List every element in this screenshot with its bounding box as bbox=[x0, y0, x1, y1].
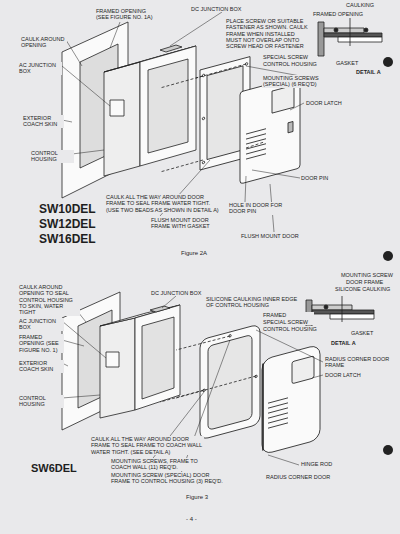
part-label: DETAIL A bbox=[355, 69, 382, 75]
part-label: SPECIAL SCREW bbox=[262, 319, 309, 325]
part-label: DC JUNCTION BOX bbox=[190, 6, 242, 12]
part-label: SILICONE CAULKING INNER EDGE OF CONTROL … bbox=[205, 296, 302, 309]
part-label: DOOR FRAME bbox=[345, 279, 384, 285]
part-label: DETAIL A bbox=[330, 340, 357, 346]
part-label: SILICONE CAULKING bbox=[334, 286, 391, 292]
screw-paths bbox=[160, 64, 264, 172]
detail-a-section bbox=[318, 18, 382, 56]
part-label: DOOR LATCH bbox=[305, 100, 343, 106]
screw-paths bbox=[160, 336, 256, 402]
part-label: CONTROL HOUSING bbox=[30, 150, 74, 163]
flush-mount-door bbox=[240, 76, 300, 184]
part-label: PLACE SCREW OR SUITABLE FASTENER AS SHOW… bbox=[225, 18, 309, 50]
radius-corner-door bbox=[262, 344, 320, 455]
model-number: SW10DEL bbox=[38, 203, 97, 217]
part-label: DC JUNCTION BOX bbox=[150, 290, 202, 296]
part-label: FRAMED OPENING (SEE FIGURE NO. 1) bbox=[18, 334, 64, 353]
dc-junction-box bbox=[150, 306, 170, 312]
part-label: MOUNTING SCREW bbox=[340, 272, 394, 278]
housing-cavity bbox=[142, 317, 174, 399]
part-label: MOUNTING SCREW (SPECIAL) DOOR FRAME TO C… bbox=[110, 472, 230, 485]
part-label: AC JUNCTION BOX bbox=[18, 62, 62, 75]
part-label: FLUSH MOUNT DOOR bbox=[240, 233, 300, 239]
housing-side bbox=[100, 318, 135, 418]
model-number: SW6DEL bbox=[30, 462, 78, 475]
part-label: CAULK AROUND OPENING bbox=[20, 36, 67, 49]
part-label: CAULKING bbox=[345, 2, 375, 8]
part-label: CONTROL HOUSING bbox=[262, 61, 318, 67]
figure-caption: Figure 3 bbox=[185, 494, 209, 501]
part-label: CAULK AROUND OPENING TO SEAL CONTROL HOU… bbox=[18, 284, 80, 316]
part-label: HINGE ROD bbox=[300, 461, 333, 467]
ac-junction-box bbox=[110, 100, 124, 116]
part-label: GASKET bbox=[350, 330, 374, 336]
model-number: SW16DEL bbox=[38, 233, 97, 247]
part-label: FRAMED OPENING bbox=[312, 11, 364, 17]
part-label: CAULK ALL THE WAY AROUND DOOR FRAME TO S… bbox=[105, 194, 222, 213]
part-label: FRAMED OPENING (SEE FIGURE NO. 1A) bbox=[95, 8, 157, 21]
part-label: RADIUS CORNER DOOR FRAME bbox=[324, 356, 392, 369]
dc-junction-box bbox=[160, 45, 182, 52]
part-label: HOLE IN DOOR FOR DOOR PIN bbox=[228, 202, 292, 215]
part-label: EXTERIOR COACH SKIN bbox=[18, 360, 64, 373]
binder-holes bbox=[383, 57, 393, 455]
ac-junction-box bbox=[106, 352, 119, 367]
housing-front bbox=[140, 46, 196, 166]
part-label: MOUNTING SCREWS, FRAME TO COACH WALL (11… bbox=[110, 458, 212, 471]
housing-front bbox=[135, 305, 180, 410]
page-number: - 4 - bbox=[185, 516, 198, 523]
part-label: DOOR PIN bbox=[300, 175, 329, 181]
part-label: GASKET bbox=[335, 60, 359, 66]
housing-cavity bbox=[148, 59, 188, 153]
part-label: SPECIAL SCREW bbox=[262, 54, 309, 60]
figure-caption: Figure 2A bbox=[180, 250, 208, 257]
part-label: FLUSH MOUNT DOOR FRAME WITH GASKET bbox=[150, 217, 227, 230]
part-label: AC JUNCTION BOX bbox=[18, 318, 64, 331]
detail-a-section bbox=[306, 296, 374, 330]
part-label: EXTERIOR COACH SKIN bbox=[22, 115, 64, 128]
part-label: RADIUS CORNER DOOR bbox=[265, 474, 331, 480]
part-label: DOOR LATCH bbox=[324, 372, 362, 378]
model-number: SW12DEL bbox=[38, 218, 97, 232]
part-label: CONTROL HOUSING bbox=[262, 326, 318, 332]
part-label: CONTROL HOUSING bbox=[18, 395, 64, 408]
part-label: MOUNTING SCREWS (SPECIAL) (6 REQ'D) bbox=[262, 75, 326, 88]
part-label: CAULK ALL THE WAY AROUND DOOR FRAME TO S… bbox=[90, 436, 204, 455]
housing-side bbox=[104, 62, 140, 176]
